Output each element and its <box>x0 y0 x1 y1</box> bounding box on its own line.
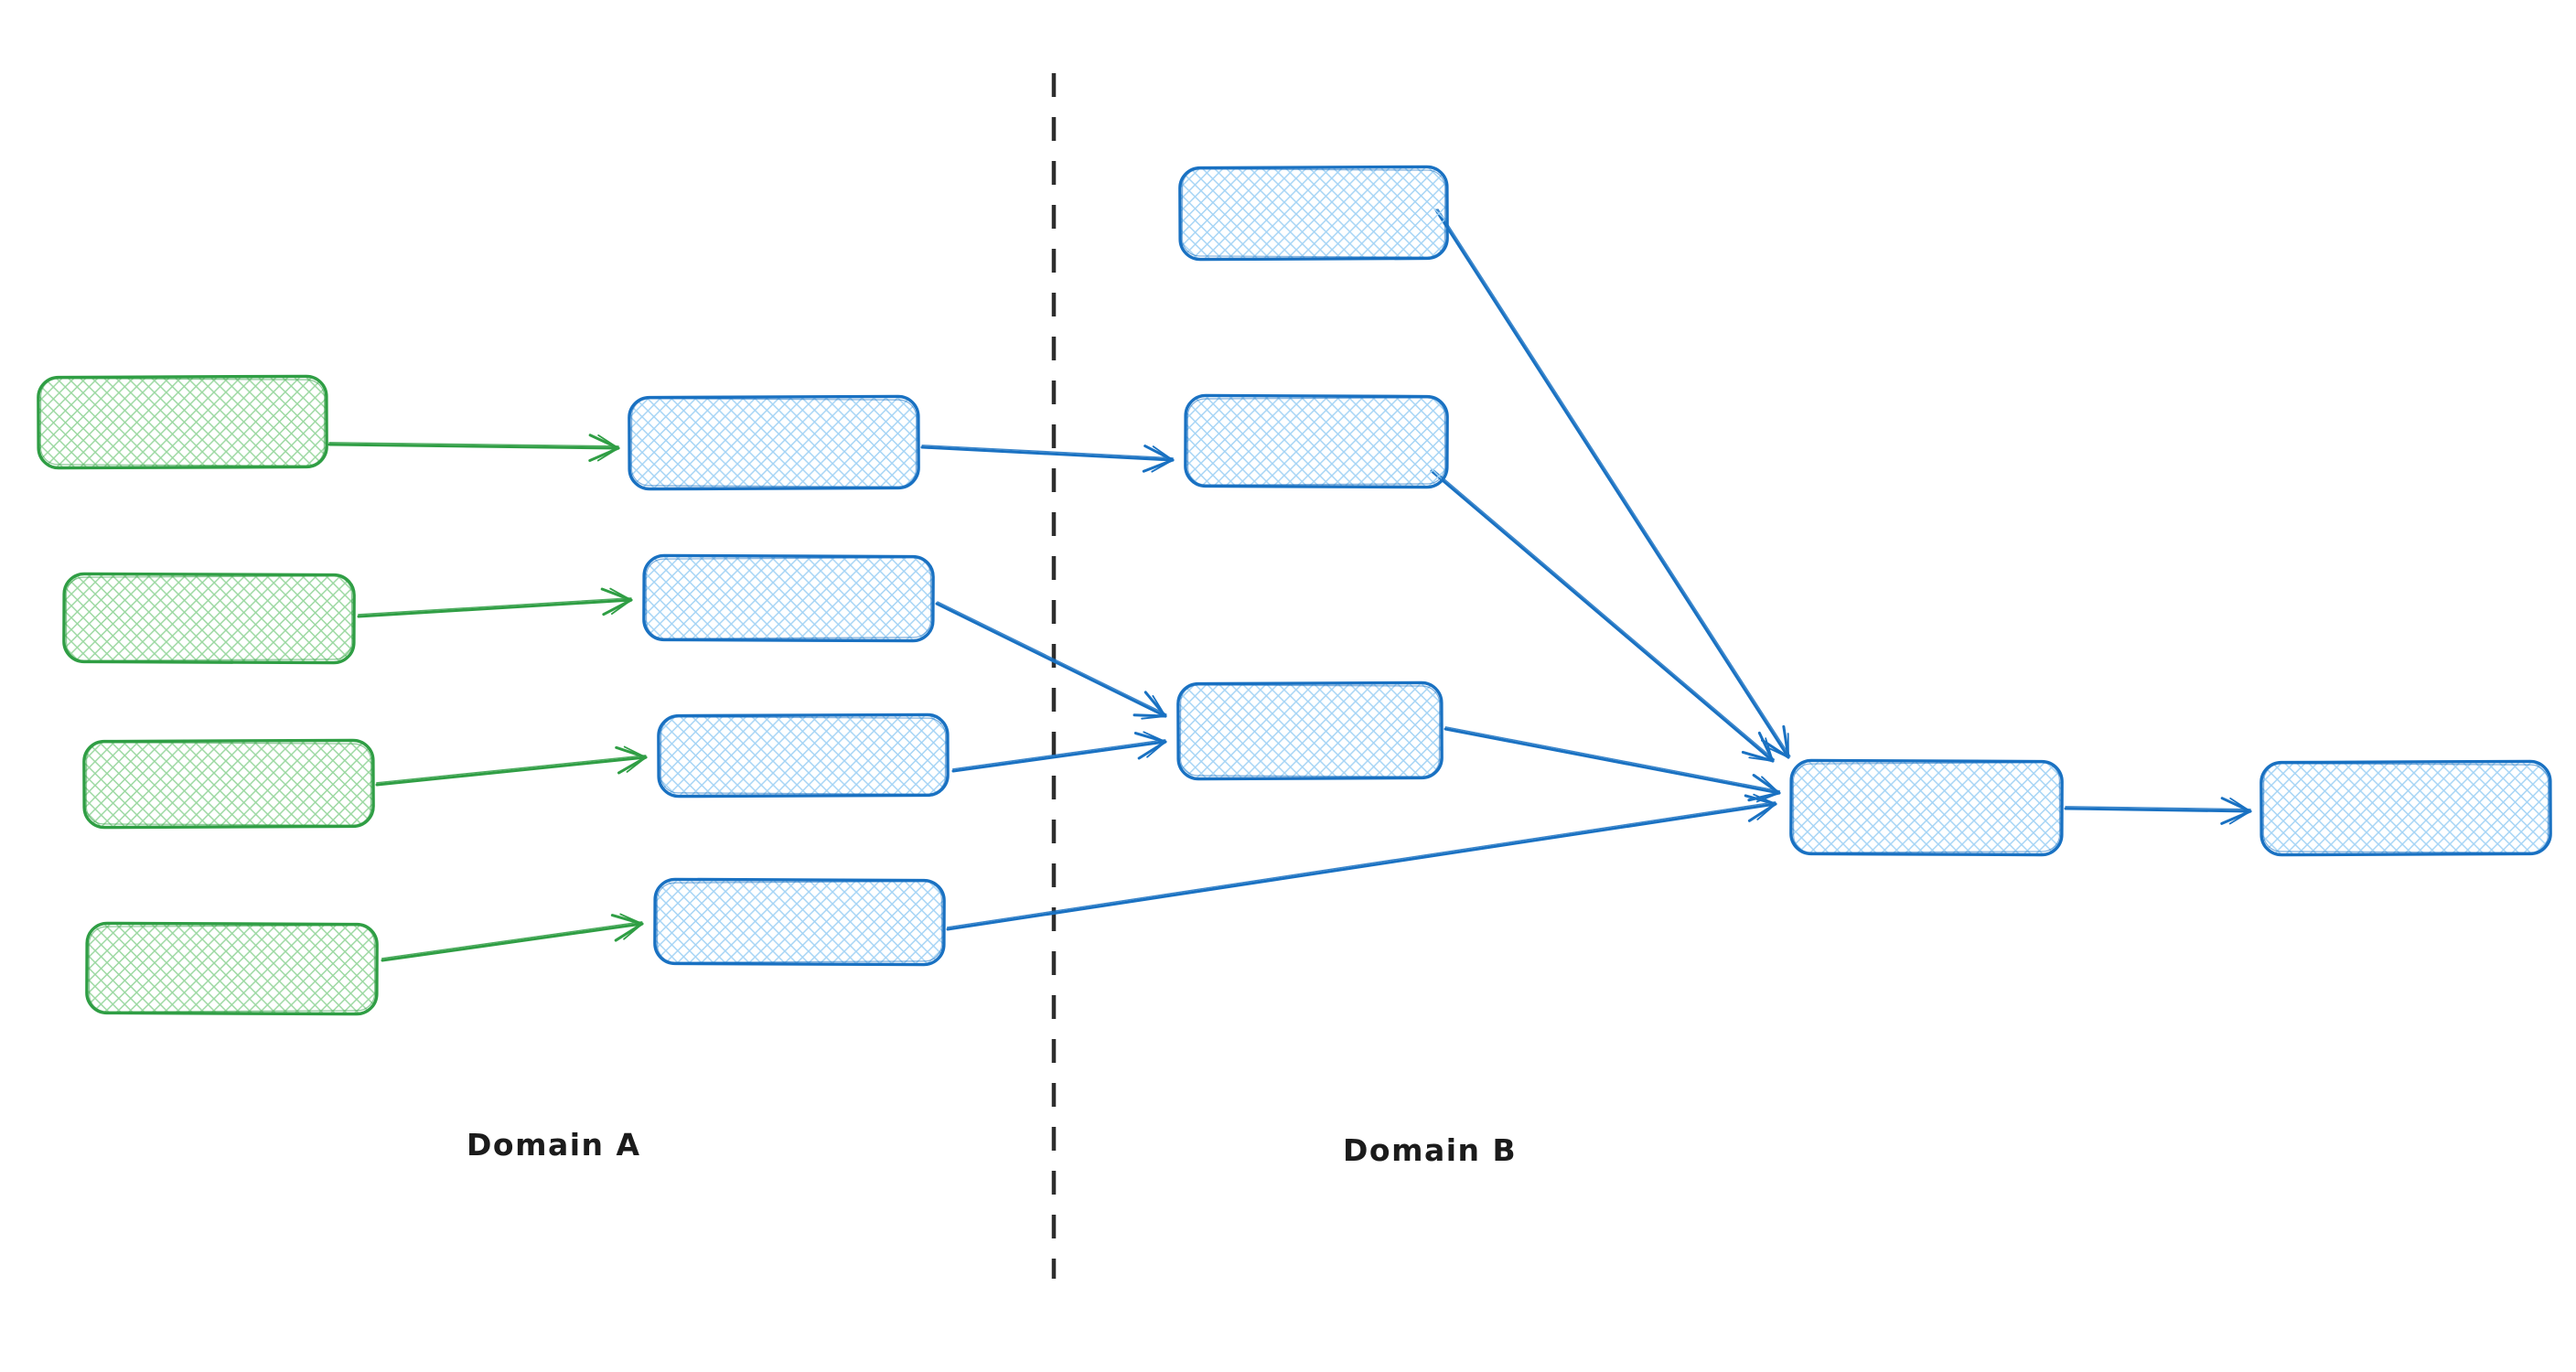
node-b-node-1 <box>1178 165 1449 262</box>
node-a-source-4 <box>85 921 379 1016</box>
node-b-node-2 <box>1184 393 1449 489</box>
node-a-source-1 <box>37 374 328 470</box>
node-a-stage-1 <box>628 394 920 491</box>
edge-stage1-to-b2 <box>920 445 1175 473</box>
node-a-stage-3 <box>657 713 950 799</box>
edge-src4-to-stage4 <box>381 913 644 962</box>
edge-src1-to-stage1 <box>327 434 620 462</box>
edge-stage2-to-b3 <box>935 601 1167 720</box>
edge-src2-to-stage2 <box>357 587 633 618</box>
node-b-node-3 <box>1176 681 1444 781</box>
region-label-domain-b: Domain B <box>1343 1132 1517 1168</box>
node-a-stage-2 <box>642 553 935 643</box>
edge-stage4-to-merge <box>946 793 1777 931</box>
node-b-output <box>2259 759 2552 857</box>
node-a-source-3 <box>82 738 375 830</box>
region-label-domain-a: Domain A <box>467 1127 641 1163</box>
node-a-source-2 <box>62 572 356 665</box>
edge-b3-to-merge <box>1444 726 1781 803</box>
edge-stage3-to-b3 <box>951 731 1167 773</box>
edge-merge-to-output <box>2064 797 2252 825</box>
node-b-merge <box>1789 758 2064 857</box>
edge-b2-to-merge <box>1430 468 1776 763</box>
node-a-stage-4 <box>653 877 946 967</box>
edge-src3-to-stage3 <box>375 745 648 787</box>
edge-b1-to-merge <box>1434 209 1791 759</box>
